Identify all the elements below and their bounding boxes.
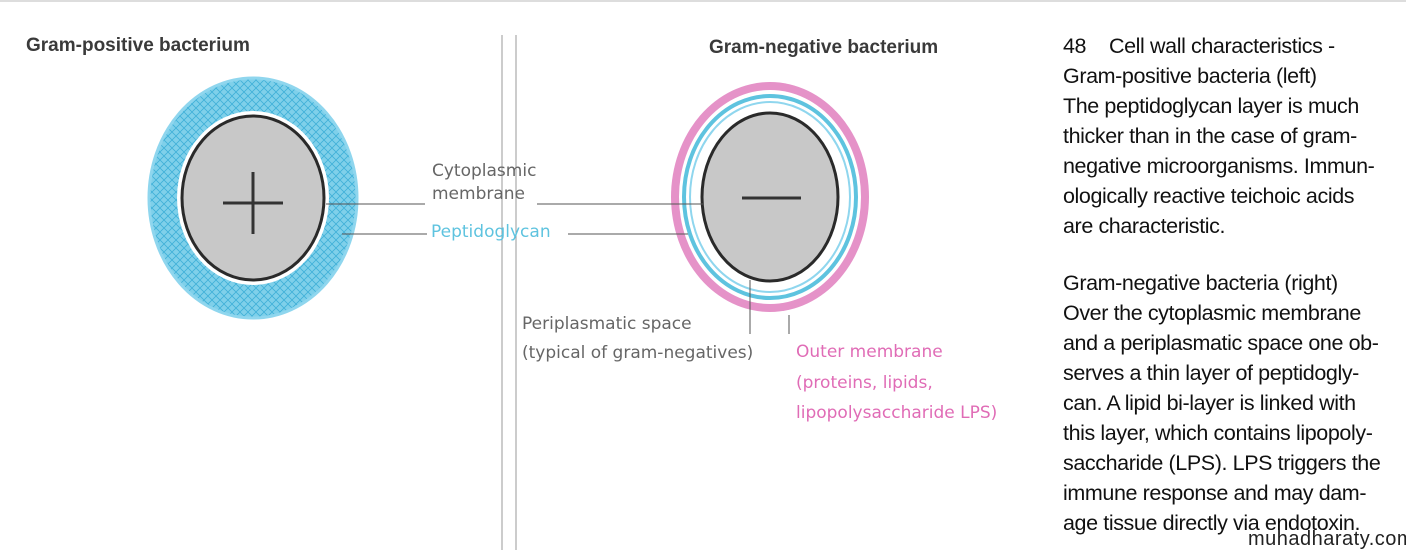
caption-line: ologically reactive teichoic acids [1063, 184, 1355, 208]
thin-peptidoglycan-ring [682, 94, 858, 300]
caption-line: Gram-positive bacteria (left) [1063, 64, 1317, 88]
periplasmatic-label-line2: (typical of gram-negatives) [522, 343, 754, 363]
outer-membrane-label-line3: lipopolysaccharide LPS) [796, 403, 998, 423]
caption-line: this layer, which contains lipopoly- [1063, 421, 1373, 445]
left-title: Gram-positive bacterium [26, 35, 250, 56]
caption-line: serves a thin layer of peptidogly- [1063, 361, 1359, 385]
caption-line: are characteristic. [1063, 214, 1226, 238]
outer-membrane-label-line2: (proteins, lipids, [796, 373, 933, 393]
caption-line: can. A lipid bi-layer is linked with [1063, 391, 1356, 415]
periplasmatic-label-line1: Periplasmatic space [522, 314, 692, 334]
caption-line: Gram-negative bacteria (right) [1063, 271, 1338, 295]
caption-line: Over the cytoplasmic membrane [1063, 301, 1361, 325]
outer-membrane-label-line1: Outer membrane [796, 342, 943, 362]
gram-positive-cell [147, 76, 359, 320]
gram-negative-cell [671, 82, 869, 312]
caption-line: and a periplasmatic space one ob- [1063, 331, 1379, 355]
caption-line: thicker than in the case of gram- [1063, 124, 1357, 148]
watermark: muhadharaty.com [1248, 528, 1406, 550]
peptidoglycan-label: Peptidoglycan [431, 222, 551, 242]
caption-line: immune response and may dam- [1063, 481, 1367, 505]
cytoplasmic-label-line2: membrane [432, 184, 526, 204]
caption-line: The peptidoglycan layer is much [1063, 94, 1359, 118]
caption-line: age tissue directly via endotoxin. [1063, 511, 1361, 535]
right-title: Gram-negative bacterium [709, 37, 939, 58]
caption-line: negative microorganisms. Immun- [1063, 154, 1375, 178]
figure-number: 48 [1063, 34, 1087, 58]
caption-line: saccharide (LPS). LPS triggers the [1063, 451, 1381, 475]
cytoplasmic-label-line1: Cytoplasmic [432, 161, 537, 181]
